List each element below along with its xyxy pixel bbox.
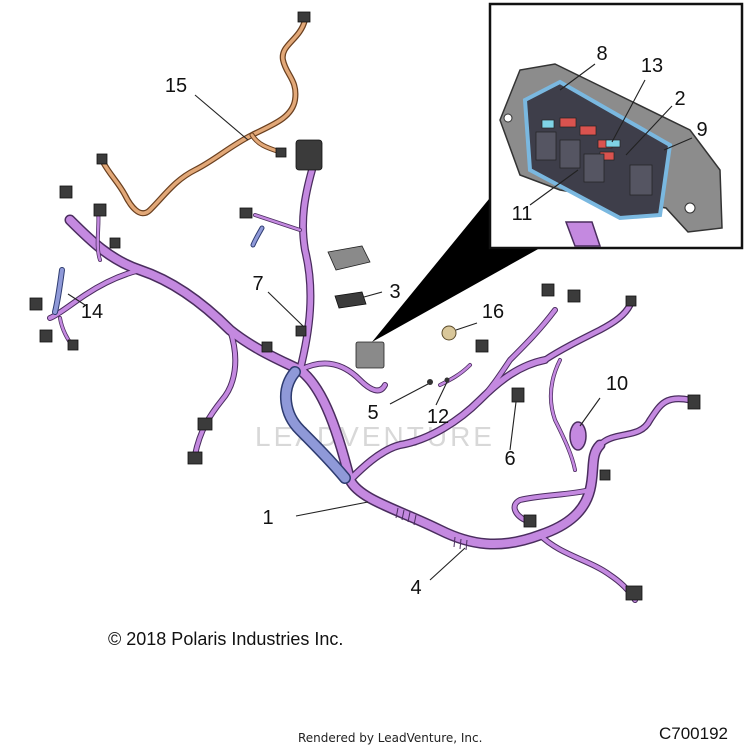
callout-1: 1 bbox=[262, 507, 273, 529]
connector-lower-right-2 bbox=[625, 585, 643, 601]
connector-mid-1 bbox=[261, 341, 273, 353]
connector-right-far bbox=[687, 394, 701, 410]
tape-bands bbox=[395, 507, 468, 551]
inset-mount-hole-left bbox=[503, 113, 513, 123]
callout-9: 9 bbox=[696, 119, 707, 141]
callout-2: 2 bbox=[674, 88, 685, 110]
connector-upper-mid bbox=[239, 207, 253, 219]
inset-relay-1 bbox=[535, 131, 557, 161]
inset-relay-4 bbox=[629, 164, 653, 196]
connector-left-2 bbox=[93, 203, 107, 217]
connector-lower-left-2 bbox=[187, 451, 203, 465]
callout-4: 4 bbox=[410, 577, 421, 599]
connector-6 bbox=[511, 387, 525, 403]
figure-id: C700192 bbox=[659, 724, 729, 743]
relay-module bbox=[327, 245, 371, 271]
fuse-box-inset bbox=[488, 2, 744, 250]
inset-harness-stub bbox=[564, 221, 602, 247]
callout-3: 3 bbox=[389, 281, 400, 303]
inset-relay-3 bbox=[583, 153, 605, 183]
inset-fuse-red-1 bbox=[559, 117, 577, 128]
inset-mount-hole-right bbox=[684, 202, 696, 214]
callout-7: 7 bbox=[252, 273, 263, 295]
connector-mid-2 bbox=[295, 325, 307, 337]
inset-fuse-cyan-1 bbox=[541, 119, 555, 129]
orange-connector-mid bbox=[275, 147, 287, 158]
callout-16: 16 bbox=[482, 301, 504, 323]
connectors bbox=[29, 139, 701, 601]
connector-right-top-1 bbox=[541, 283, 555, 297]
orange-connector-left bbox=[96, 153, 108, 165]
connector-lower-right-1 bbox=[523, 514, 537, 528]
orange-sub-harness bbox=[96, 11, 311, 217]
connector-left-6 bbox=[67, 339, 79, 351]
connector-left-5 bbox=[39, 329, 53, 343]
connector-left-top bbox=[59, 185, 73, 199]
connector-right-mid bbox=[599, 469, 611, 481]
connector-right-top-2 bbox=[567, 289, 581, 303]
large-connector-top bbox=[295, 139, 323, 171]
part-5-fastener bbox=[427, 379, 433, 385]
callout-8: 8 bbox=[596, 43, 607, 65]
orange-connector-top bbox=[297, 11, 311, 23]
callout-6: 6 bbox=[504, 448, 515, 470]
inset-fuse-red-2 bbox=[579, 125, 597, 136]
part-12-fastener bbox=[444, 377, 450, 383]
leader-lines bbox=[67, 63, 693, 581]
fuse-box-main bbox=[355, 341, 385, 369]
blue-harness-section bbox=[52, 225, 351, 484]
callout-12: 12 bbox=[427, 406, 449, 428]
callout-14: 14 bbox=[81, 301, 103, 323]
main-harness bbox=[47, 166, 694, 603]
connector-center-1 bbox=[475, 339, 489, 353]
inset-relay-2 bbox=[559, 139, 581, 169]
callout-11: 11 bbox=[512, 203, 533, 225]
part-16-grommet bbox=[441, 325, 457, 341]
connector-left-3 bbox=[109, 237, 121, 249]
callout-labels: 1 2 3 4 5 6 7 8 9 10 11 12 13 14 15 16 bbox=[81, 43, 708, 599]
fuse-strip bbox=[334, 291, 367, 309]
copyright-notice: © 2018 Polaris Industries Inc. bbox=[108, 629, 344, 649]
callout-5: 5 bbox=[367, 402, 378, 424]
part-10-grommet bbox=[569, 421, 587, 451]
callout-13: 13 bbox=[641, 55, 663, 77]
callout-15: 15 bbox=[165, 75, 187, 97]
connector-left-4 bbox=[29, 297, 43, 311]
connector-right-top-3 bbox=[625, 295, 637, 307]
callout-10: 10 bbox=[606, 373, 628, 395]
rendered-by-credit: Rendered by LeadVenture, Inc. bbox=[298, 731, 483, 745]
connector-lower-left-1 bbox=[197, 417, 213, 431]
